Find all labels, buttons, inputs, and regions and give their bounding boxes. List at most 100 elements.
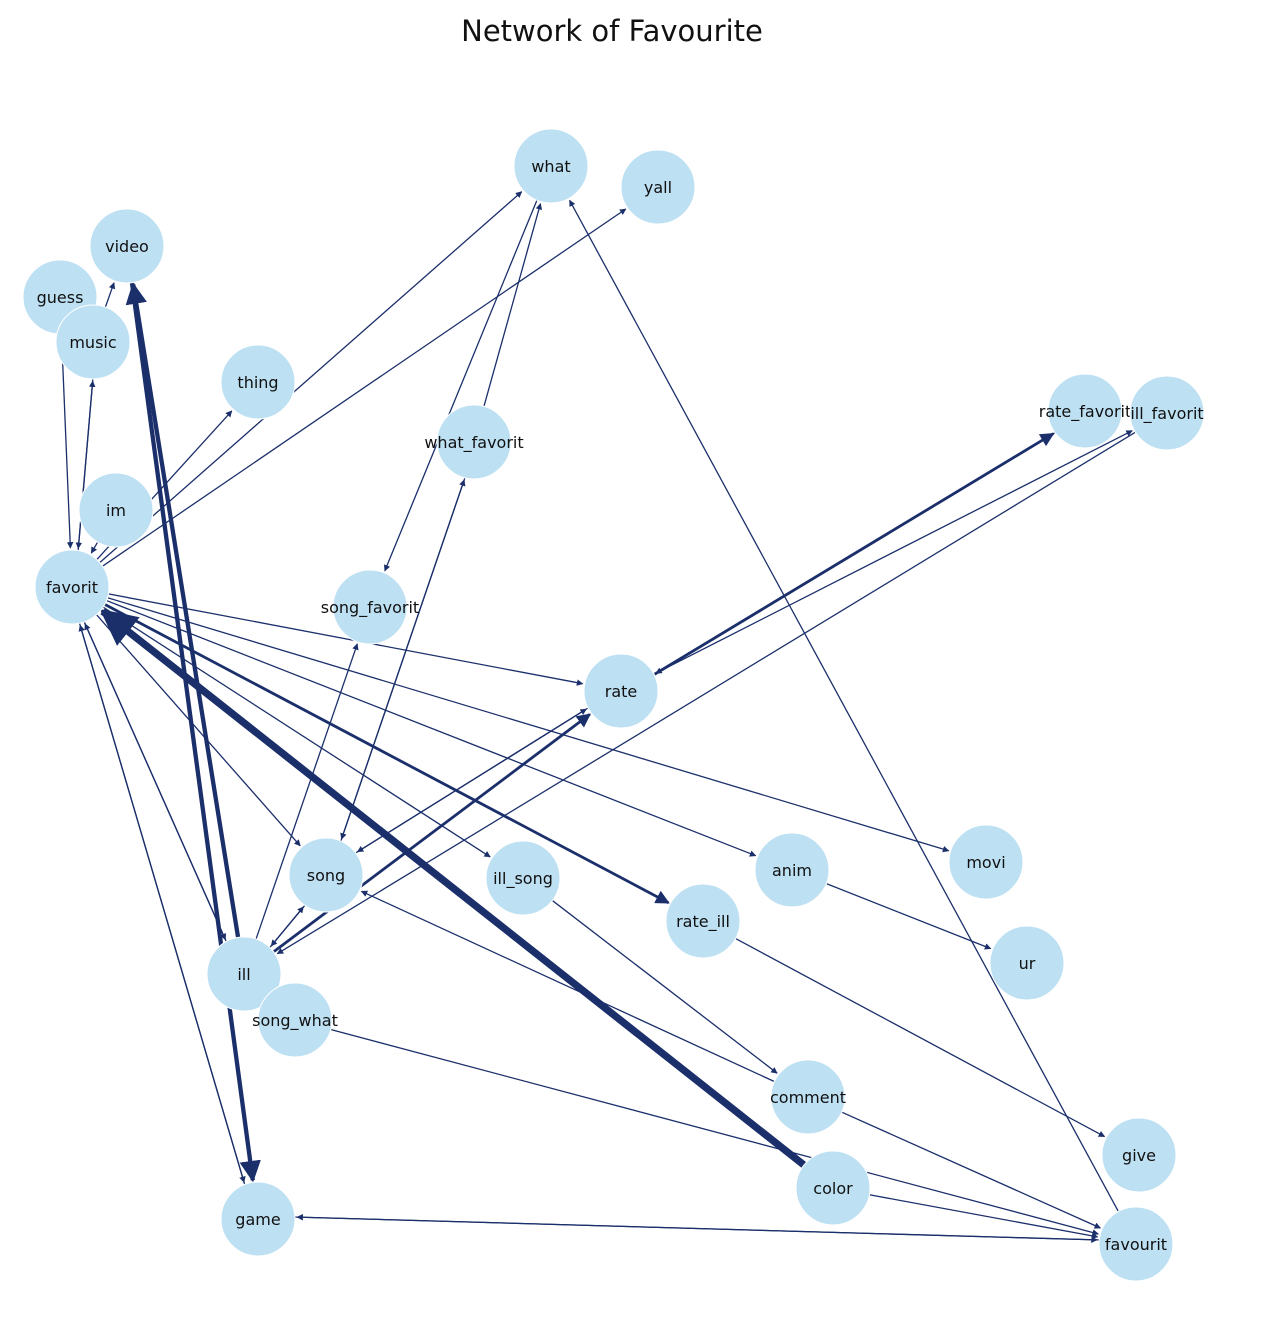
edge-ill-to-song_favorit	[254, 643, 359, 942]
edge-ill_song-to-comment	[550, 898, 778, 1074]
edge-ill-to-video	[125, 282, 241, 940]
node-circle	[620, 149, 696, 225]
edge-favorit-to-anim	[104, 599, 757, 857]
edge-comment-to-favourit	[839, 1110, 1101, 1229]
node-circle	[583, 653, 659, 729]
node-label: comment	[770, 1088, 846, 1107]
edge-favorit-to-rate	[106, 592, 584, 686]
node-label: thing	[237, 373, 278, 392]
node-rate_ill: rate_ill	[665, 883, 741, 959]
node-label: video	[105, 237, 149, 256]
edge-favorit-to-yall	[100, 208, 627, 568]
node-label: favorit	[46, 578, 98, 597]
node-song: song	[288, 837, 364, 913]
node-label: ill_favorit	[1130, 404, 1203, 424]
node-label: yall	[644, 178, 672, 197]
node-circle	[1129, 375, 1205, 451]
node-song_favorit: song_favorit	[321, 569, 419, 645]
node-circle	[948, 824, 1024, 900]
node-circle	[220, 344, 296, 420]
node-label: im	[106, 501, 126, 520]
node-favorit: favorit	[34, 549, 110, 625]
node-label: ur	[1019, 954, 1036, 973]
node-circle	[206, 936, 282, 1012]
node-circle	[1101, 1117, 1177, 1193]
chart-title: Network of Favourite	[461, 14, 763, 48]
node-label: song	[307, 866, 345, 885]
node-anim: anim	[754, 832, 830, 908]
edge-rate_ill-to-give	[733, 937, 1106, 1138]
node-label: rate	[605, 682, 638, 701]
node-what: what	[513, 128, 589, 204]
edge-music-to-video	[104, 282, 116, 310]
node-circle	[1098, 1206, 1174, 1282]
node-label: game	[235, 1210, 280, 1229]
node-im: im	[78, 472, 154, 548]
edge-favorit-to-movi	[105, 596, 950, 853]
node-movi: movi	[948, 824, 1024, 900]
node-label: favourit	[1105, 1235, 1167, 1254]
node-yall: yall	[620, 149, 696, 225]
node-thing: thing	[220, 344, 296, 420]
node-circle	[513, 128, 589, 204]
node-what_favorit: what_favorit	[424, 404, 524, 480]
node-circle	[1047, 373, 1123, 449]
node-circle	[288, 837, 364, 913]
node-game: game	[220, 1181, 296, 1257]
edge-ill-to-rate	[271, 713, 591, 955]
edge-favorit-to-rate_ill	[102, 602, 670, 905]
edge-favorit-to-game	[78, 621, 246, 1184]
edge-favorit-to-song	[94, 612, 301, 847]
edge-song-to-ill	[270, 903, 307, 947]
node-song_what: song_what	[252, 982, 338, 1058]
node-music: music	[55, 304, 131, 380]
node-label: color	[813, 1179, 853, 1198]
node-ur: ur	[989, 925, 1065, 1001]
node-circle	[220, 1181, 296, 1257]
edge-video-to-game	[129, 280, 261, 1183]
node-circle	[257, 982, 333, 1058]
node-label: ill_song	[493, 869, 553, 889]
node-label: rate_ill	[676, 912, 730, 932]
node-comment: comment	[770, 1059, 846, 1135]
edge-comment-to-song	[360, 890, 777, 1083]
edges-layer	[60, 191, 1138, 1243]
nodes-layer: whatyallvideoguessmusicthingwhat_favorit…	[22, 128, 1205, 1282]
edge-what-to-song_favorit	[384, 198, 539, 572]
node-video: video	[89, 208, 165, 284]
node-circle	[795, 1150, 871, 1226]
node-rate_favorit: rate_favorit	[1039, 373, 1132, 449]
edge-favorit-to-ill	[82, 619, 226, 941]
node-color: color	[795, 1150, 871, 1226]
node-label: rate_favorit	[1039, 402, 1132, 422]
node-circle	[770, 1059, 846, 1135]
node-circle	[665, 883, 741, 959]
node-circle	[485, 840, 561, 916]
edge-song_what-to-favourit	[328, 1028, 1099, 1236]
edge-color-to-favorit	[99, 608, 808, 1170]
node-label: what_favorit	[424, 433, 523, 453]
edge-what_favorit-to-what	[482, 202, 543, 409]
edge-game-to-favourit	[293, 1216, 1098, 1243]
edge-rate_favorit-to-rate	[655, 431, 1057, 674]
node-ill_song: ill_song	[485, 840, 561, 916]
edge-anim-to-ur	[824, 882, 992, 950]
edge-guess-to-favorit	[60, 331, 74, 549]
node-circle	[89, 208, 165, 284]
node-label: give	[1122, 1146, 1156, 1165]
node-circle	[436, 404, 512, 480]
node-give: give	[1101, 1117, 1177, 1193]
node-circle	[989, 925, 1065, 1001]
edge-what_favorit-to-song	[340, 475, 467, 840]
edge-favorit-to-ill_song	[101, 605, 491, 858]
edge-color-to-favourit	[867, 1193, 1099, 1240]
node-ill: ill	[206, 936, 282, 1012]
node-ill_favorit: ill_favorit	[1129, 375, 1205, 451]
node-rate: rate	[583, 653, 659, 729]
node-label: song_favorit	[321, 598, 419, 618]
node-label: what	[531, 157, 570, 176]
node-label: ill	[237, 965, 250, 984]
node-label: movi	[966, 853, 1005, 872]
node-label: anim	[772, 861, 812, 880]
